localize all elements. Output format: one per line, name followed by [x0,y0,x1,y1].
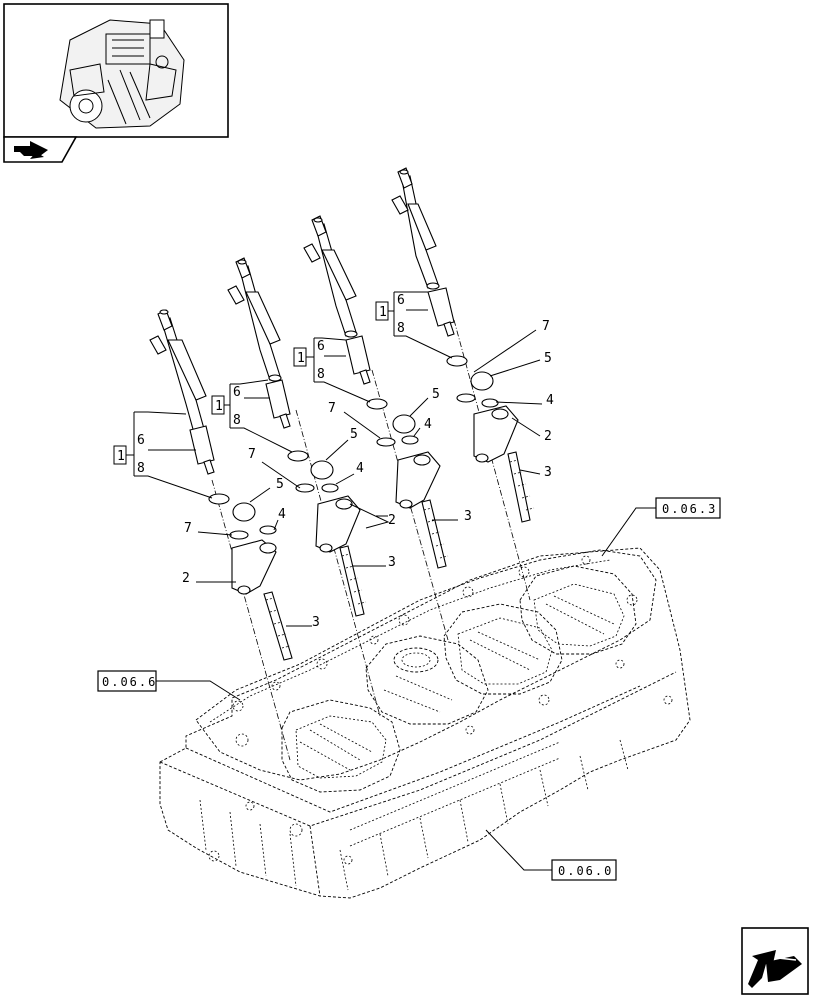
callout-8: 8 [137,461,145,476]
reference-label: 0.06.3 [662,502,717,516]
callout-5: 5 [276,477,284,492]
cylinder-head [159,547,691,899]
clamp [473,405,519,463]
callout-6: 6 [137,433,145,448]
callout-5: 5 [432,387,440,402]
kit-box-2: 1 [211,395,230,415]
clamp [315,495,361,553]
callout-7: 7 [328,401,336,416]
callout-5: 5 [350,427,358,442]
stud [339,545,367,617]
callout-6: 6 [397,293,405,308]
seal-ring [366,398,388,410]
callout-5: 5 [544,351,552,366]
callout-1: 1 [117,449,125,464]
callout-1: 1 [297,351,305,366]
callout-3: 3 [464,509,472,524]
clamp [231,539,277,595]
nut [232,502,256,522]
injector-assembly-3 [303,215,449,569]
washer [376,437,396,447]
washer [229,530,249,540]
clamp [395,451,441,509]
reference-label: 0.06.0 [558,864,613,878]
next-page-button[interactable] [741,927,809,995]
leader-lines [133,291,656,871]
engine-thumbnail [3,3,229,163]
callouts: 6 8 5 7 4 2 3 6 8 5 7 4 2 3 6 8 5 7 4 3 … [137,293,554,630]
callout-1: 1 [379,305,387,320]
injector-nozzle [427,287,455,337]
injector [227,257,282,382]
washer [401,435,419,445]
injector [303,215,358,338]
reference-box-manifold[interactable]: 0.06.6 [97,670,157,692]
washer [481,398,499,408]
washer [295,483,315,493]
callout-7: 7 [184,521,192,536]
injector-assembly-4 [391,167,535,523]
kit-box-4: 1 [375,301,394,321]
next-page-arrow-icon [748,950,802,988]
callout-2: 2 [182,571,190,586]
washer [456,393,476,403]
injector-nozzle [345,335,371,385]
injector [149,309,208,442]
callout-4: 4 [356,461,364,476]
injector-nozzle [265,379,291,429]
injector-assembly-1 [149,309,293,661]
reference-box-head[interactable]: 0.06.0 [551,859,617,881]
stud [507,451,535,523]
callout-6: 6 [317,339,325,354]
callout-8: 8 [233,413,241,428]
callout-3: 3 [312,615,320,630]
callout-3: 3 [544,465,552,480]
washer [259,525,277,535]
seal-ring [287,450,309,462]
engine-thumbnail-icon [59,19,185,129]
callout-4: 4 [546,393,554,408]
stud [263,591,293,661]
callout-4: 4 [424,417,432,432]
injector [391,167,440,290]
kit-box-3: 1 [293,347,314,367]
callout-7: 7 [542,319,550,334]
reference-label: 0.06.6 [102,675,157,689]
callout-7: 7 [248,447,256,462]
reference-box-cover[interactable]: 0.06.3 [655,497,721,519]
injector-assembly-2 [227,257,367,617]
callout-8: 8 [397,321,405,336]
kit-box-1: 1 [113,445,134,465]
injector-nozzle [189,425,215,475]
callout-2: 2 [388,513,396,528]
callout-2: 2 [544,429,552,444]
section-arrow-icon [14,141,48,159]
stud [421,499,449,569]
washer [321,483,339,493]
callout-6: 6 [233,385,241,400]
callout-1: 1 [215,399,223,414]
nut [392,414,416,434]
callout-4: 4 [278,507,286,522]
callout-8: 8 [317,367,325,382]
seal-ring [208,493,230,505]
nut [470,371,494,391]
callout-3: 3 [388,555,396,570]
seal-ring [446,355,468,367]
nut [310,460,334,480]
